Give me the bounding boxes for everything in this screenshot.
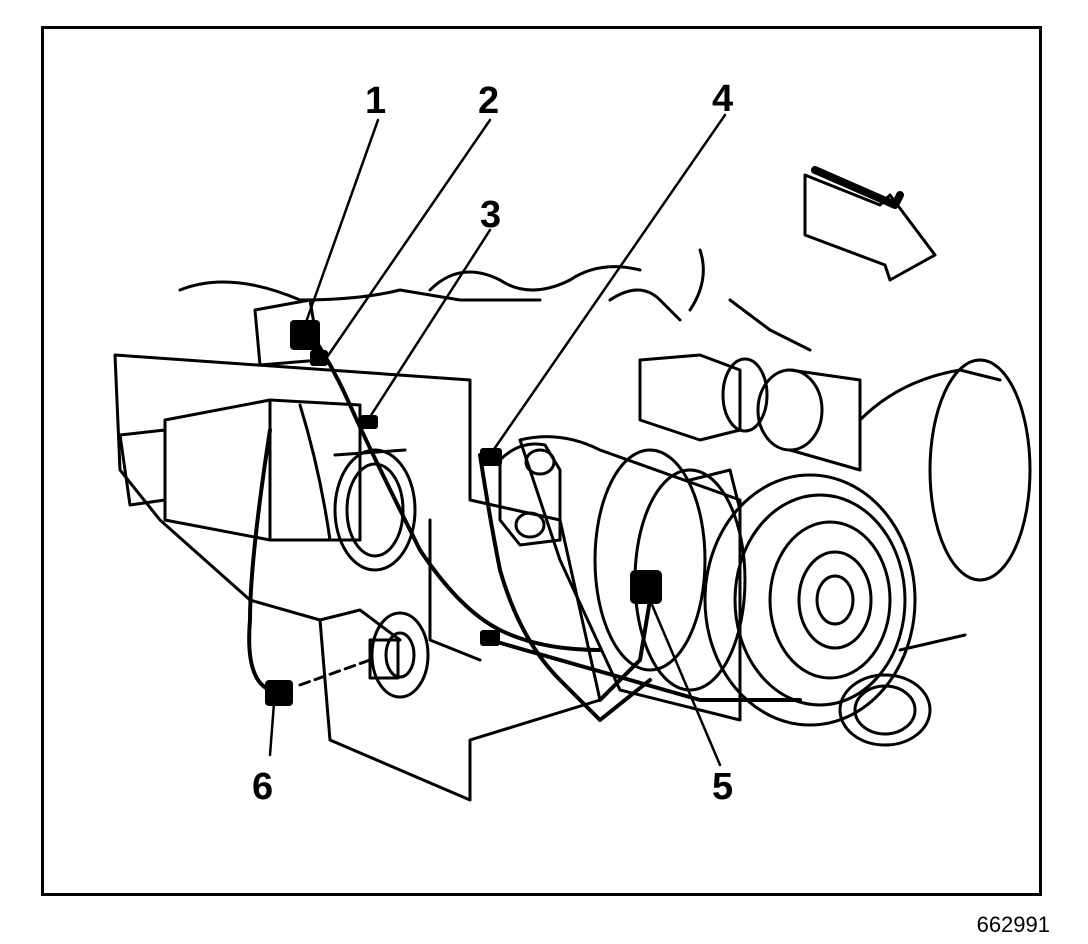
callout-label-5: 5 (712, 766, 734, 808)
compressor-pulley (703, 473, 967, 747)
leader-line-5 (648, 598, 722, 767)
callout-label-2: 2 (478, 80, 500, 122)
starter-solenoid (333, 448, 417, 572)
engine-block (113, 265, 642, 802)
callout-label-6: 6 (252, 766, 274, 808)
callout-label-1: 1 (365, 80, 387, 122)
callout-label-3: 3 (480, 194, 502, 236)
starter-motor (118, 298, 362, 542)
leader-line-1 (303, 118, 380, 327)
leader-line-4 (488, 113, 727, 457)
illustration-frame (41, 26, 1042, 896)
callout-leader-lines (268, 113, 727, 767)
direction-arrow-icon (803, 166, 937, 282)
electrical-connectors (265, 320, 662, 706)
figure-number: 662991 (976, 912, 1050, 937)
leader-line-3 (366, 228, 492, 422)
upper-engine-components (608, 248, 1032, 582)
sensor-connector-guide (298, 611, 430, 699)
ac-compressor (498, 435, 747, 722)
callout-label-4: 4 (712, 78, 734, 120)
wiring-harness (247, 323, 802, 722)
leader-line-2 (323, 118, 492, 362)
